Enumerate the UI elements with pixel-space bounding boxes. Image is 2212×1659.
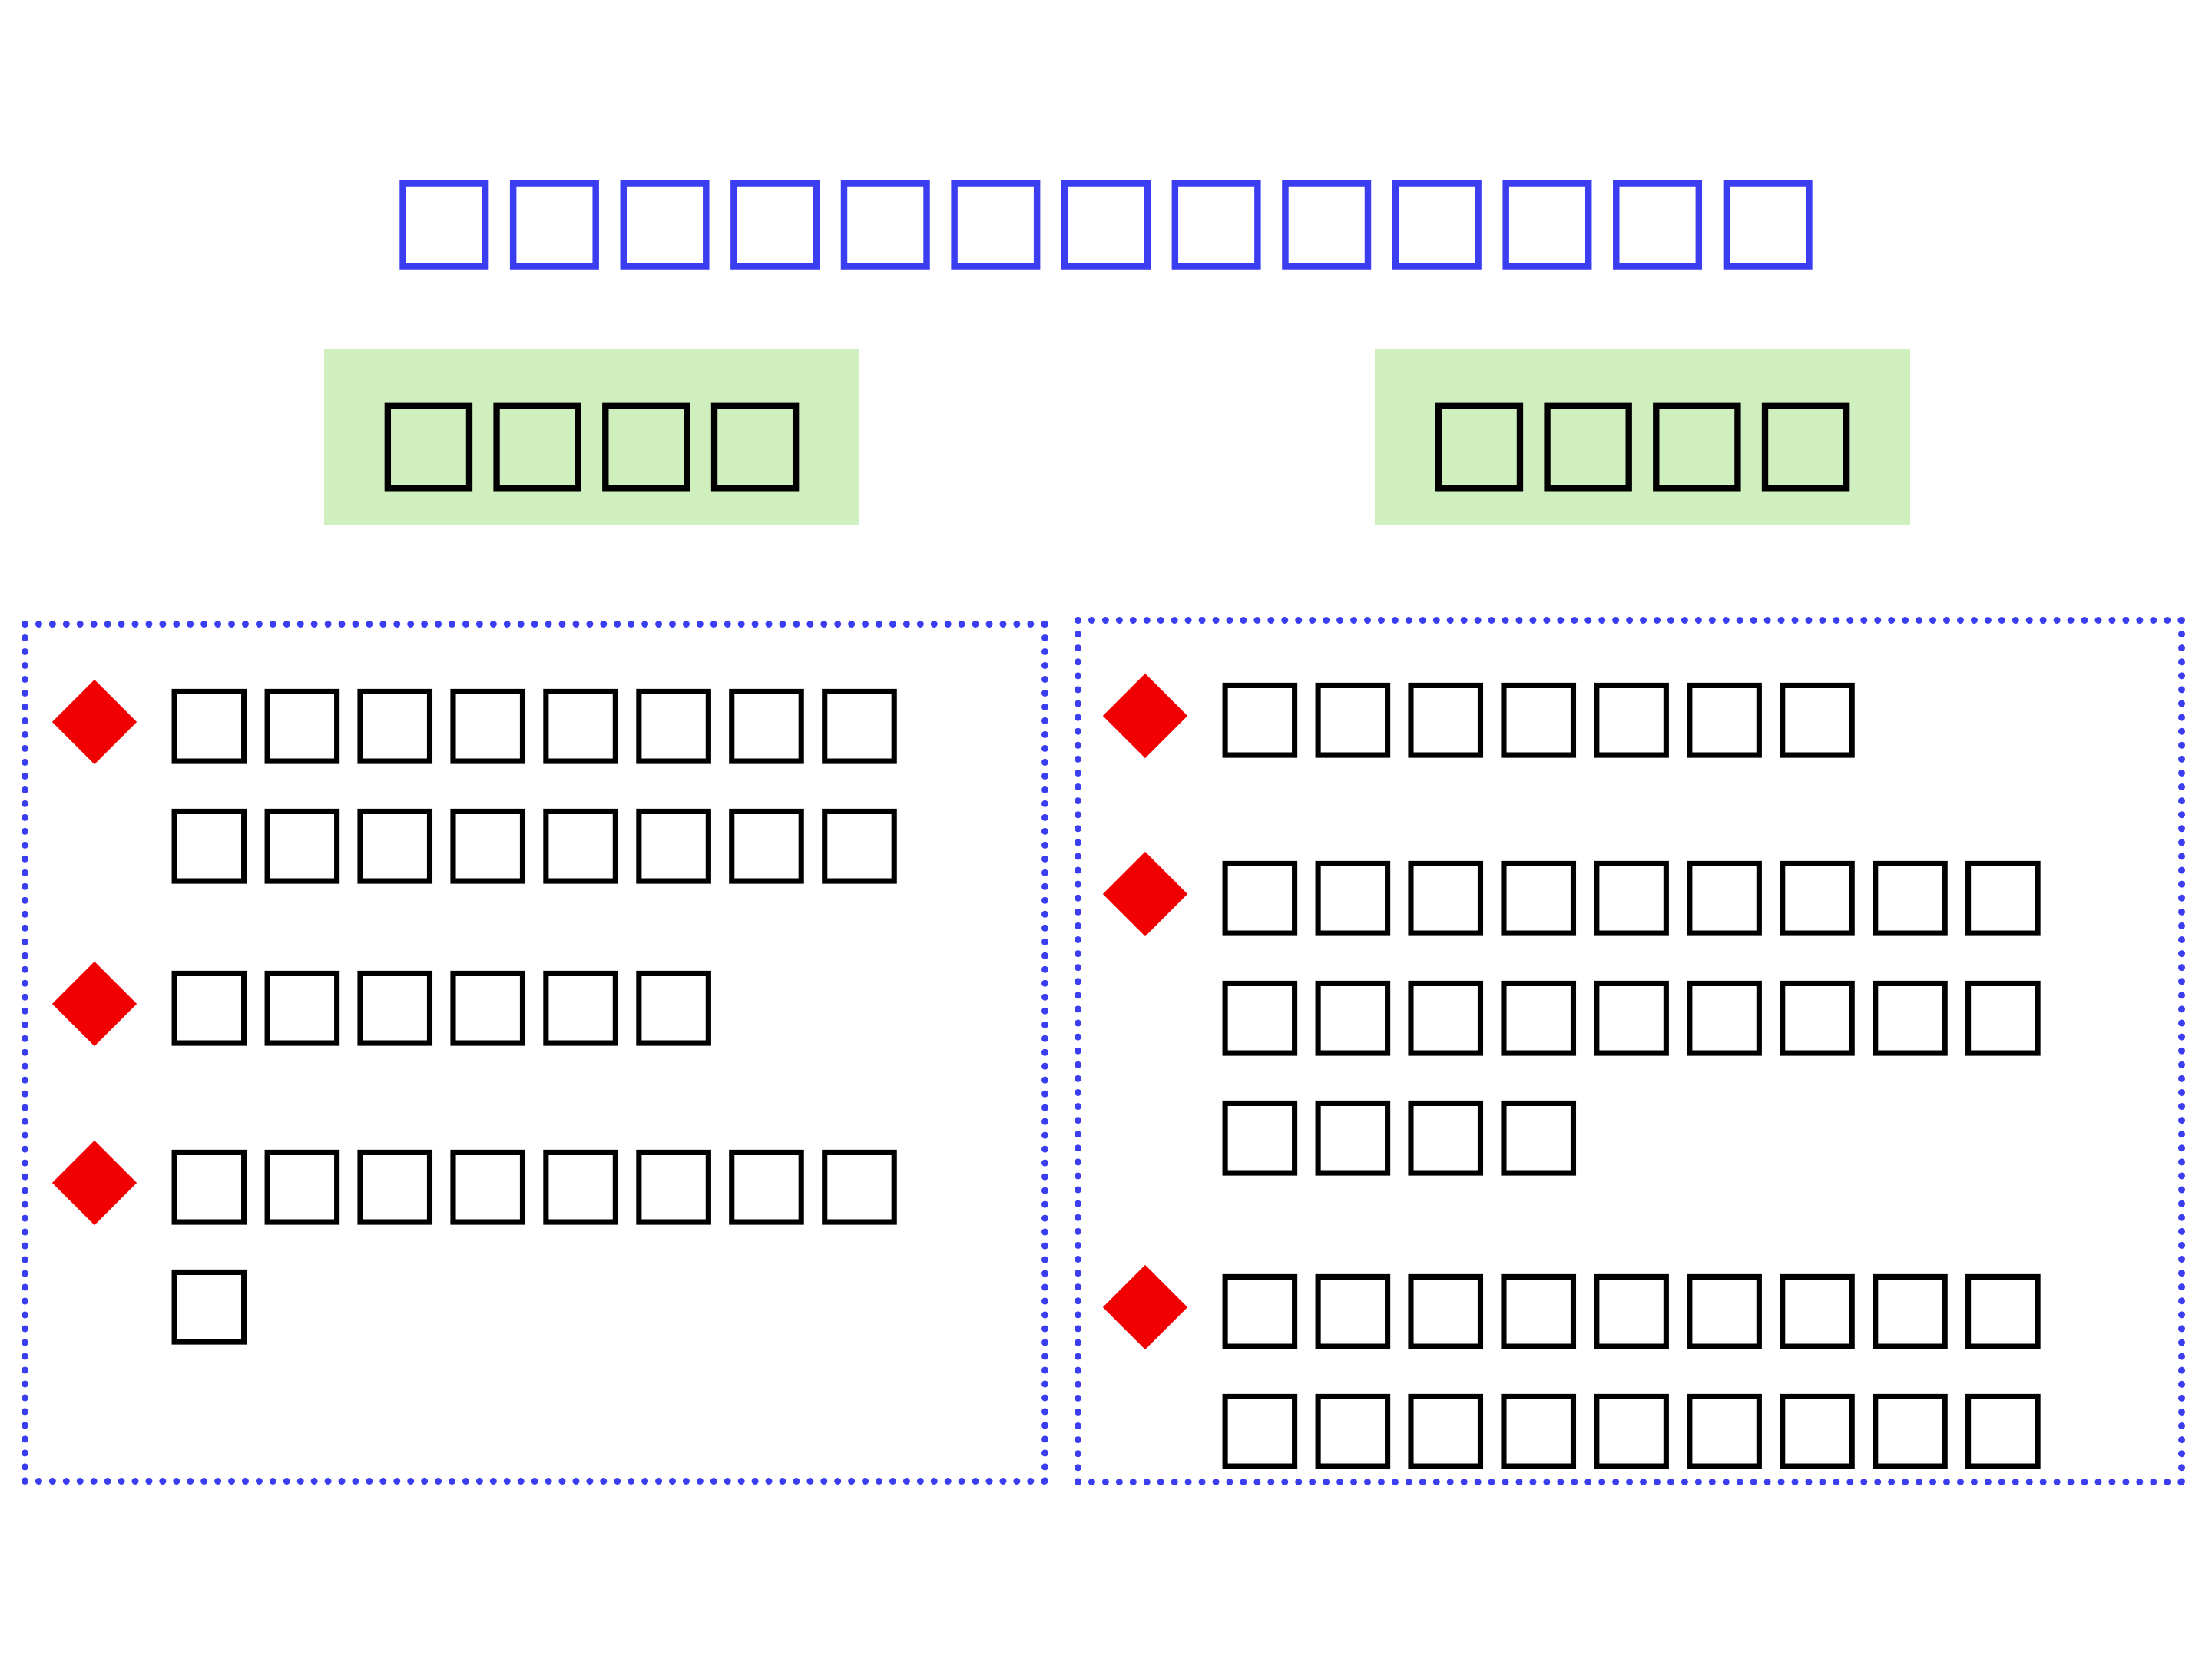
red-diamond-icon xyxy=(51,679,137,765)
right-bullet-item: □□□□□□□ xyxy=(1102,653,2137,773)
right-bullet-item: □□□□□□□□□□□□□□□□□□□□□□ xyxy=(1102,831,2137,1190)
bullet-text: □□□□□□□ xyxy=(1214,655,1864,770)
left-bullet-item: □□□□□□□□□ xyxy=(51,1120,971,1359)
bullet-text: □□□□□□□□□□□□□□□□ xyxy=(163,661,906,896)
right-heading-label: □□□□ xyxy=(1425,370,1860,505)
left-heading: □□□□ xyxy=(324,349,859,525)
right-heading: □□□□ xyxy=(1375,349,1910,525)
red-diamond-icon xyxy=(51,961,137,1047)
left-heading-label: □□□□ xyxy=(374,370,810,505)
left-panel xyxy=(22,621,1048,1485)
bullet-text: □□□□□□□□□ xyxy=(163,1122,906,1356)
bullet-text: □□□□□□□□□□□□□□□□□□ xyxy=(1214,1247,2050,1481)
slide-title: □□□□□□□□□□□□□ xyxy=(389,147,1823,283)
right-bullet-item: □□□□□□□□□□□□□□□□□□ xyxy=(1102,1244,2137,1484)
bullet-text: □□□□□□ xyxy=(163,943,720,1058)
right-panel xyxy=(1075,617,2185,1485)
bullet-text: □□□□□□□□□□□□□□□□□□□□□□ xyxy=(1214,833,2050,1187)
red-diamond-icon xyxy=(1102,1264,1188,1350)
left-bullet-item: □□□□□□ xyxy=(51,941,971,1061)
red-diamond-icon xyxy=(51,1140,137,1226)
red-diamond-icon xyxy=(1102,851,1188,937)
red-diamond-icon xyxy=(1102,673,1188,759)
left-bullet-item: □□□□□□□□□□□□□□□□ xyxy=(51,659,971,899)
